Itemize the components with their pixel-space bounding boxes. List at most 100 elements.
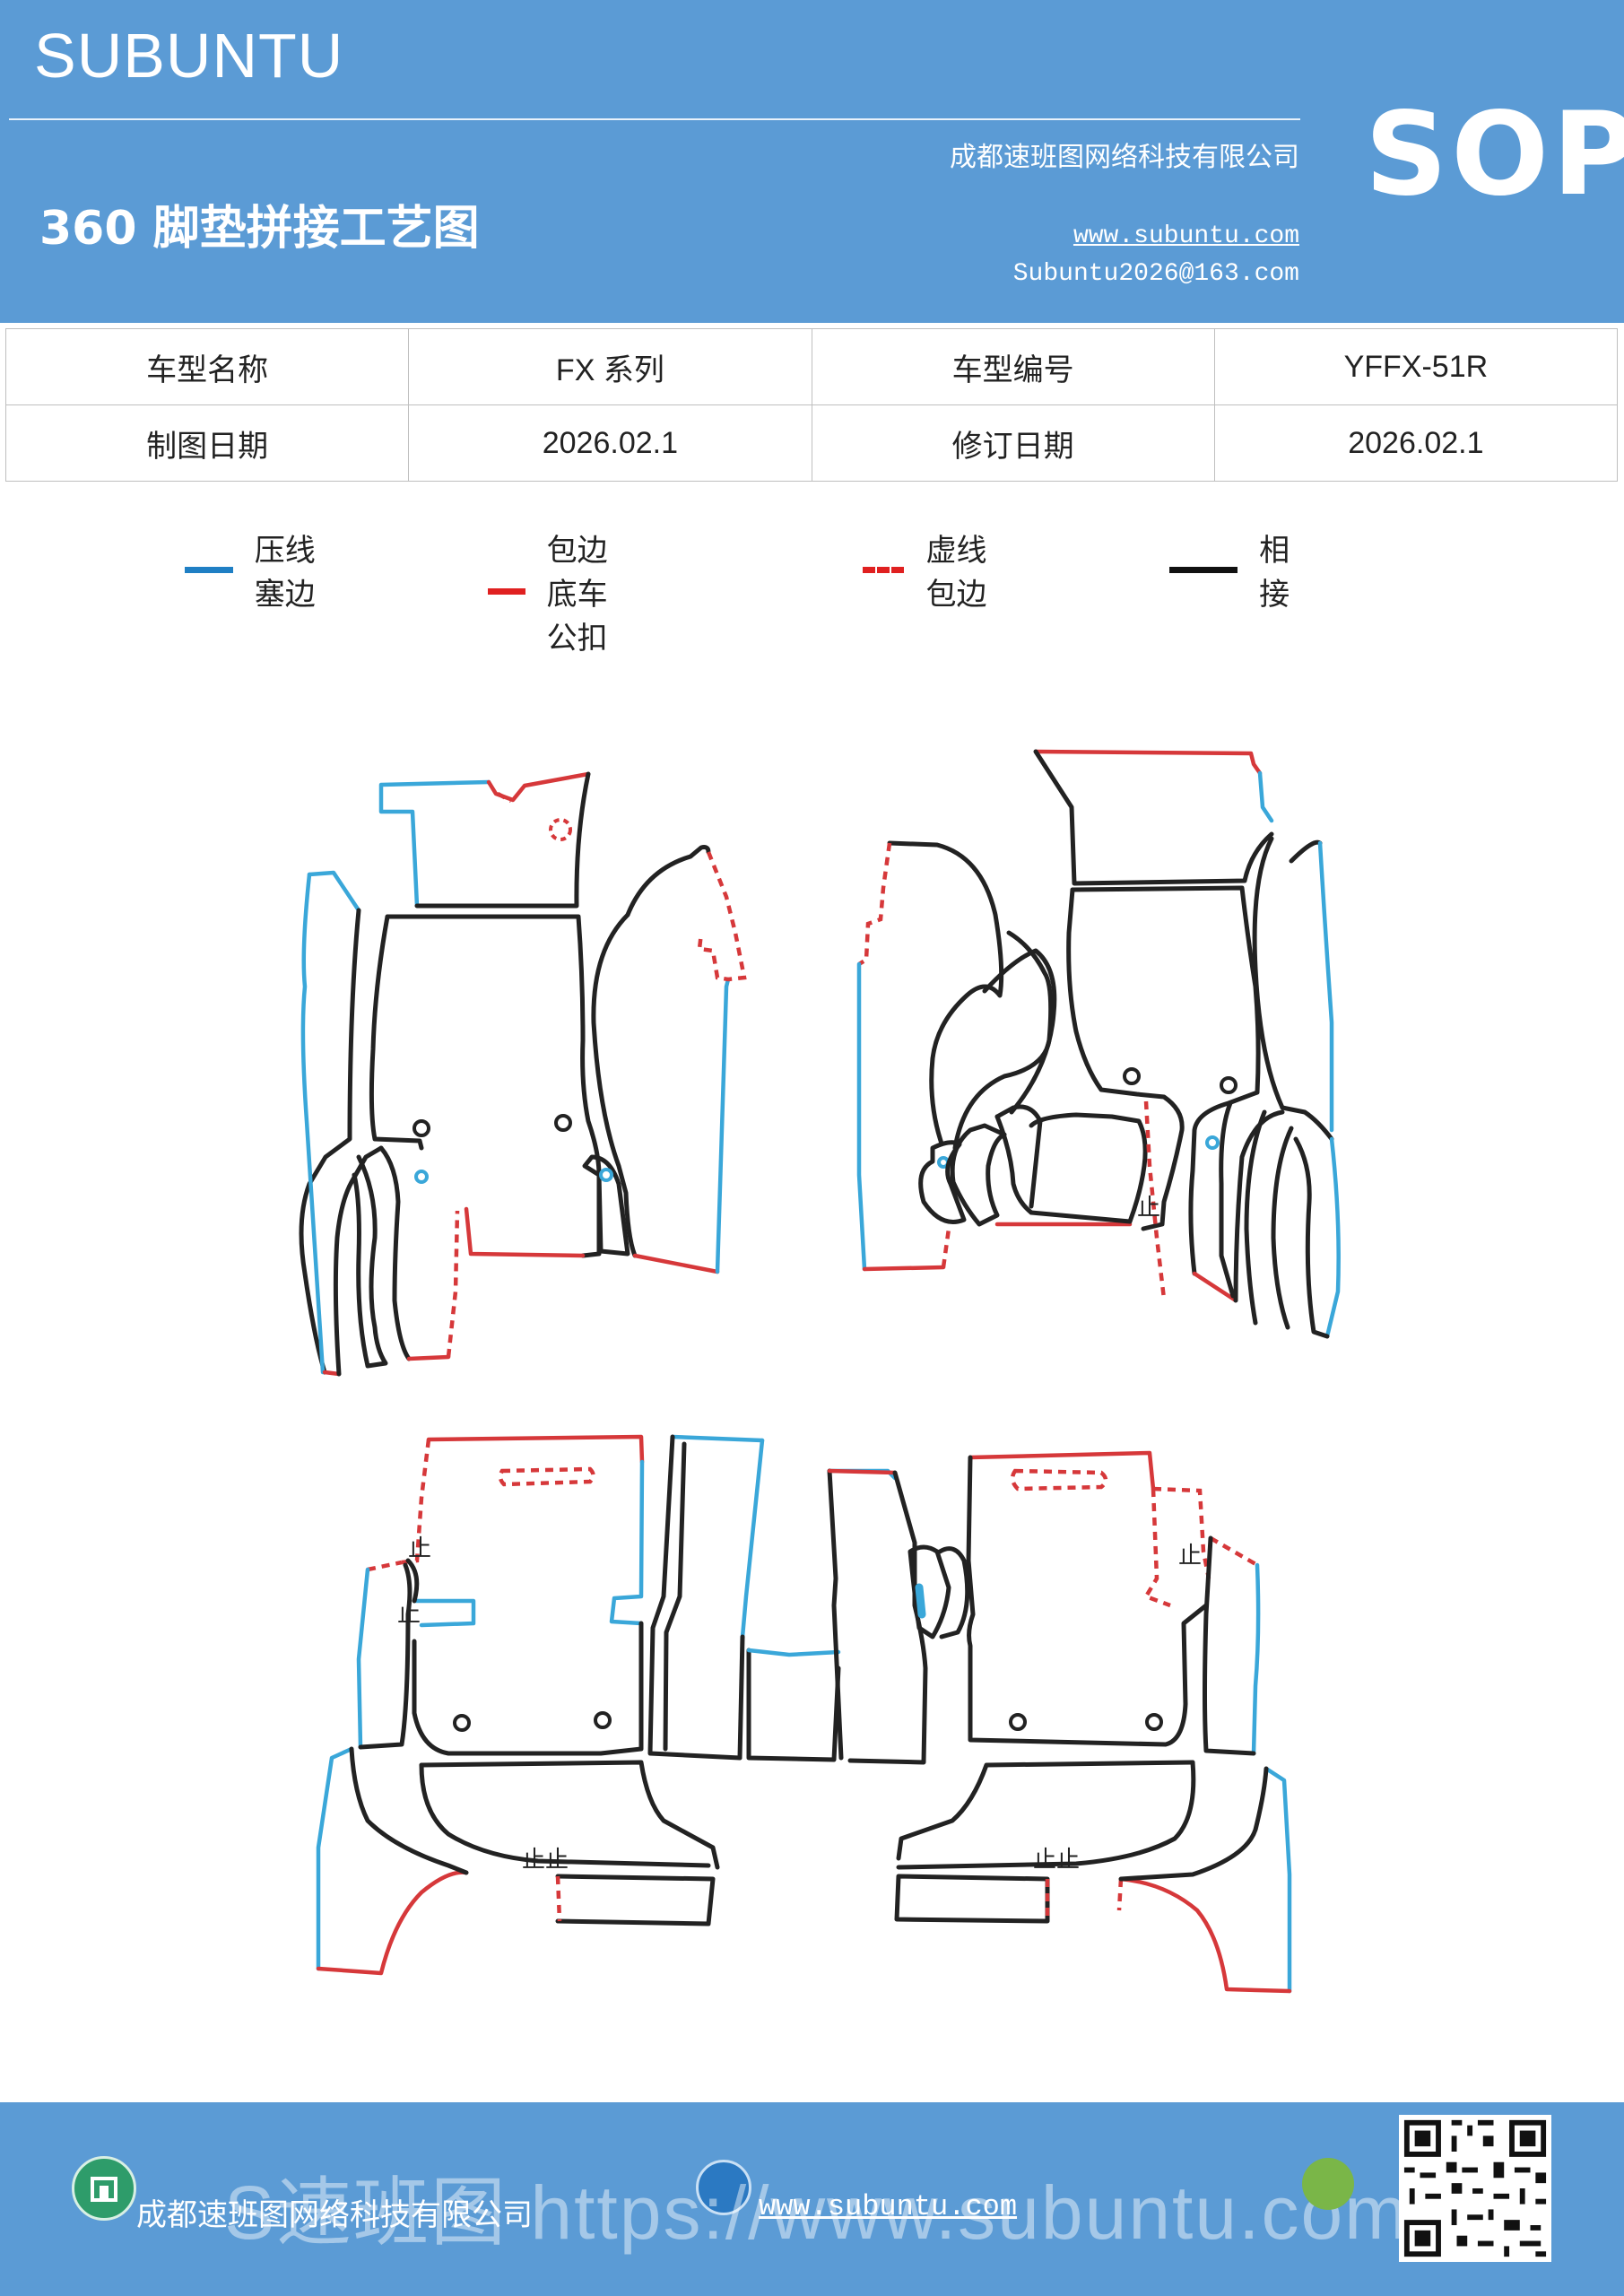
mat-edge-press	[1257, 770, 1274, 823]
mat-join-line	[1252, 836, 1285, 1110]
model-name-value: FX 系列	[408, 328, 812, 405]
footer-company-name: 成都速班图网络科技有限公司	[136, 2197, 533, 2233]
mat-join-line	[1280, 1105, 1334, 1142]
document-title: 360 脚垫拼接工艺图	[39, 202, 480, 256]
mat-edge-dashed	[697, 851, 747, 982]
mat-edge-bind	[862, 1265, 946, 1272]
mat-join-line	[1271, 1126, 1294, 1330]
mat-join-line	[1289, 839, 1323, 864]
mat-hole-blue	[414, 1170, 429, 1184]
fastener-marker: 止止	[522, 1847, 569, 1874]
mat-join-line	[412, 1621, 644, 1756]
mat-join-line	[369, 914, 424, 1151]
mat-join-line	[1066, 887, 1185, 1231]
mat-edge-press	[609, 1459, 645, 1626]
mat-join-line	[950, 1123, 1007, 1227]
mat-join-line	[555, 1874, 716, 1926]
mat-edge-press	[378, 779, 491, 909]
mat-join-line	[896, 1760, 1196, 1870]
mat-join-line	[1244, 1109, 1267, 1326]
mat-edge-bind	[632, 1253, 720, 1274]
mat-edge-bind	[316, 1870, 469, 1976]
mat-edge-dashed	[555, 1875, 562, 1922]
mat-edge-dashed	[1143, 1100, 1167, 1300]
mat-hole-blue	[599, 1168, 613, 1182]
mat-edge-press	[316, 1746, 354, 1971]
legend-swatch-blue	[185, 566, 233, 573]
mat-hole	[1123, 1067, 1141, 1085]
mat-edge-dashed	[1142, 1488, 1171, 1608]
mat-join-line	[385, 914, 602, 1258]
model-code-label: 车型编号	[811, 328, 1215, 405]
mat-edge-dashed	[1116, 1878, 1124, 1911]
mat-join-line	[908, 1544, 951, 1639]
mat-join-line	[647, 1434, 743, 1761]
mat-join-line	[737, 1634, 745, 1761]
mat-edge-bind	[464, 1206, 586, 1258]
mat-edge-dashed	[857, 842, 892, 966]
mat-hole	[594, 1711, 612, 1729]
mat-hole	[1145, 1713, 1163, 1731]
sop-badge: SOP	[1365, 88, 1624, 222]
mat-edge-press	[412, 1598, 476, 1628]
mat-join-line	[352, 1154, 388, 1369]
vehicle-info-table: 车型名称 FX 系列 车型编号 YFFX-51R 制图日期 2026.02.1 …	[4, 328, 1619, 482]
legend-item-join: 相接	[1169, 526, 1307, 613]
mat-edge-bind	[406, 1354, 451, 1361]
model-code-value: YFFX-51R	[1213, 328, 1619, 405]
mat-hole	[453, 1714, 471, 1732]
mat-join-line	[1033, 749, 1274, 886]
building-icon	[72, 2156, 136, 2221]
mat-join-line	[419, 1760, 720, 1870]
mat-edge-bind	[1192, 1271, 1238, 1303]
mat-join-line	[994, 1114, 1034, 1215]
watermark-text: S速班图 https://www.subuntu.com	[224, 2170, 1410, 2255]
legend-swatch-red	[488, 588, 525, 595]
mat-join-line	[1070, 885, 1261, 1276]
mat-join-line	[1293, 1136, 1330, 1339]
mat-hole	[1220, 1076, 1238, 1094]
mat-edge-bind	[968, 1450, 1156, 1492]
fastener-marker: 止	[397, 1601, 421, 1628]
draw-date-value: 2026.02.1	[408, 404, 812, 482]
header-band: SUBUNTU 360 脚垫拼接工艺图 成都速班图网络科技有限公司 www.su…	[0, 0, 1624, 323]
mat-edge-press	[746, 1648, 841, 1657]
mat-edge-bind	[426, 1434, 645, 1465]
mat-edge-press	[1251, 1562, 1261, 1756]
rear-right-mat-group: 止 止止	[827, 1450, 1292, 1994]
globe-icon	[696, 2160, 751, 2215]
revision-date-label: 修订日期	[811, 404, 1215, 482]
mat-hole	[413, 1119, 430, 1137]
mat-join-line	[1118, 1766, 1269, 1882]
website-link[interactable]: www.subuntu.com	[1073, 222, 1299, 250]
mat-edge-press	[915, 1583, 926, 1619]
revision-date-value: 2026.02.1	[1213, 404, 1619, 482]
mat-hole	[549, 818, 572, 841]
mat-join-line	[918, 1140, 967, 1224]
mat-edge-press	[356, 1567, 370, 1750]
email-address: Subuntu2026@163.com	[1012, 260, 1299, 288]
mat-hole-blue	[1205, 1135, 1220, 1150]
rear-left-mat-group: 止 止 止止	[316, 1434, 841, 1976]
mat-join-line	[405, 1558, 420, 1604]
header-divider	[9, 118, 1300, 120]
mat-edge-bind	[486, 771, 591, 803]
mat-join-line	[937, 1546, 970, 1639]
legend-item-dashed: 虚线包边	[863, 526, 992, 613]
model-name-label: 车型名称	[4, 328, 410, 405]
mat-edge-press	[300, 872, 326, 1375]
legend-item-press: 压线塞边	[185, 526, 323, 613]
mat-edge-press	[1317, 840, 1334, 1133]
footer-band: 成都速班图网络科技有限公司 www.subuntu.com S速班图 https…	[0, 2102, 1624, 2296]
qr-code-image	[1399, 2115, 1551, 2262]
mat-edge-press	[307, 870, 361, 913]
mat-join-line	[582, 1154, 630, 1257]
legend-item-bind: 包边底车公扣	[488, 526, 626, 657]
mat-join-line	[1233, 1109, 1285, 1303]
footer-website-link[interactable]: www.subuntu.com	[759, 2190, 1018, 2223]
legend-label: 包边底车公扣	[546, 533, 608, 657]
mat-join-line	[894, 1874, 1050, 1924]
mat-join-line	[1203, 1535, 1256, 1756]
mat-slot-dashed	[498, 1466, 595, 1487]
